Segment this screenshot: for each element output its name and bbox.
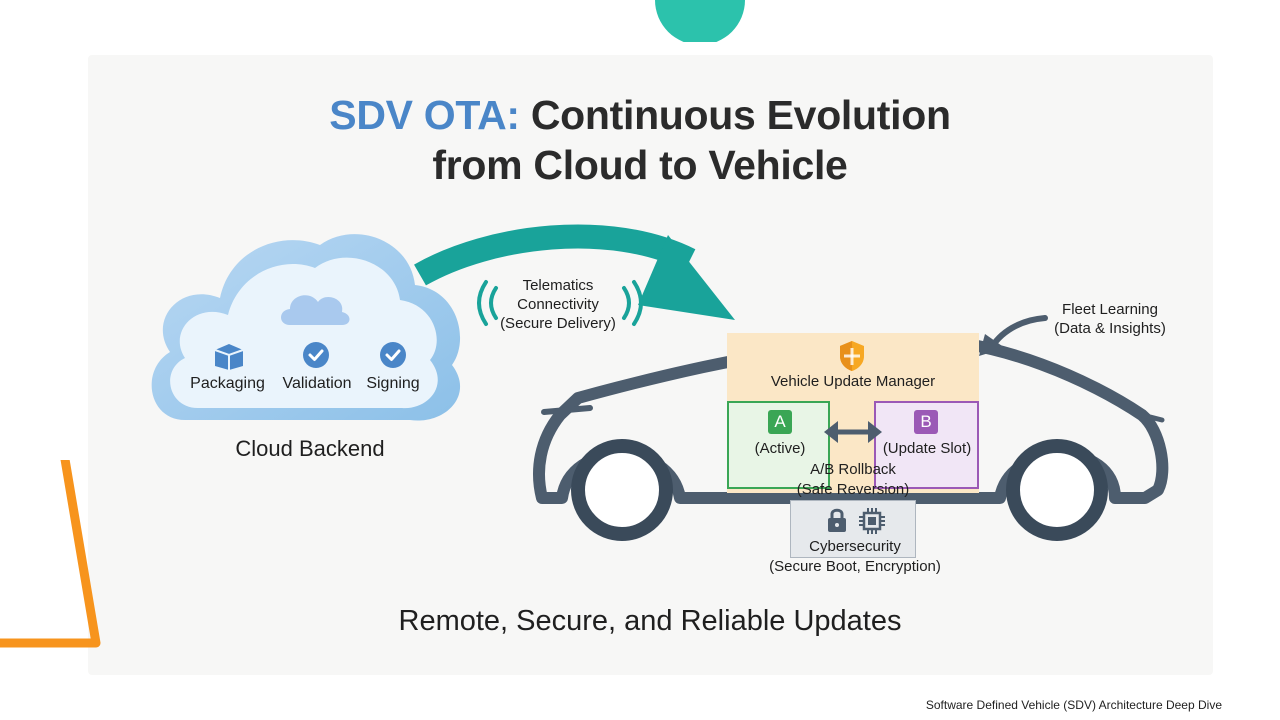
ota-delivery-arrow (414, 224, 735, 320)
cybersecurity-line-1: Cybersecurity (809, 538, 901, 555)
shield-icon (840, 341, 864, 371)
signal-waves-left-icon (477, 280, 498, 326)
cybersecurity-panel (790, 500, 916, 558)
fleet-learning-label: Fleet Learning (Data & Insights) (1040, 300, 1180, 338)
rear-wheel (1006, 439, 1108, 541)
fleet-line-1: Fleet Learning (1062, 301, 1158, 318)
cloud-backend-shape (151, 234, 461, 421)
cybersecurity-label: Cybersecurity (Secure Boot, Encryption) (750, 537, 960, 577)
footer-text: Software Defined Vehicle (SDV) Architect… (925, 698, 1222, 712)
validation-check-icon (303, 342, 329, 368)
cloud-backend-label: Cloud Backend (235, 436, 385, 461)
orange-triangle-decoration (0, 460, 101, 648)
lock-icon (828, 508, 846, 532)
fleet-line-2: (Data & Insights) (1054, 320, 1166, 337)
slot-a-label: (Active) (754, 440, 806, 457)
swap-double-arrow-icon (824, 421, 882, 443)
cloud-step-validation: Validation (282, 375, 352, 392)
cloud-icon (281, 295, 350, 325)
rollback-line-1: A/B Rollback (810, 461, 896, 478)
signing-check-icon (380, 342, 406, 368)
teal-semicircle-decoration (655, 0, 745, 42)
telematics-line-2: Connectivity (517, 296, 599, 313)
slide-title: SDV OTA: Continuous Evolution (0, 90, 1280, 140)
slot-b-label: (Update Slot) (882, 440, 972, 457)
cloud-step-packaging: Packaging (190, 375, 265, 392)
telematics-label: Telematics Connectivity (Secure Delivery… (478, 276, 638, 333)
signal-waves-right-icon (622, 280, 643, 326)
rollback-label: A/B Rollback (Safe Reversion) (770, 460, 936, 500)
title-accent: SDV OTA: (329, 92, 520, 138)
slide-title-line-2: from Cloud to Vehicle (432, 142, 848, 188)
update-manager-label: Vehicle Update Manager (770, 373, 936, 390)
cloud-step-signing: Signing (366, 375, 420, 392)
chip-icon (859, 508, 885, 534)
package-icon (214, 344, 244, 370)
telematics-line-1: Telematics (522, 277, 594, 294)
slot-a-badge: A (768, 410, 792, 434)
rollback-line-2: (Safe Reversion) (796, 481, 910, 498)
vehicle-outline (533, 334, 1169, 541)
cybersecurity-line-2: (Secure Boot, Encryption) (769, 558, 941, 575)
tagline: Remote, Secure, and Reliable Updates (398, 605, 902, 637)
slot-b-badge: B (914, 410, 938, 434)
front-wheel (571, 439, 673, 541)
title-line-1: Continuous Evolution (519, 92, 951, 138)
telematics-line-3: (Secure Delivery) (500, 315, 616, 332)
